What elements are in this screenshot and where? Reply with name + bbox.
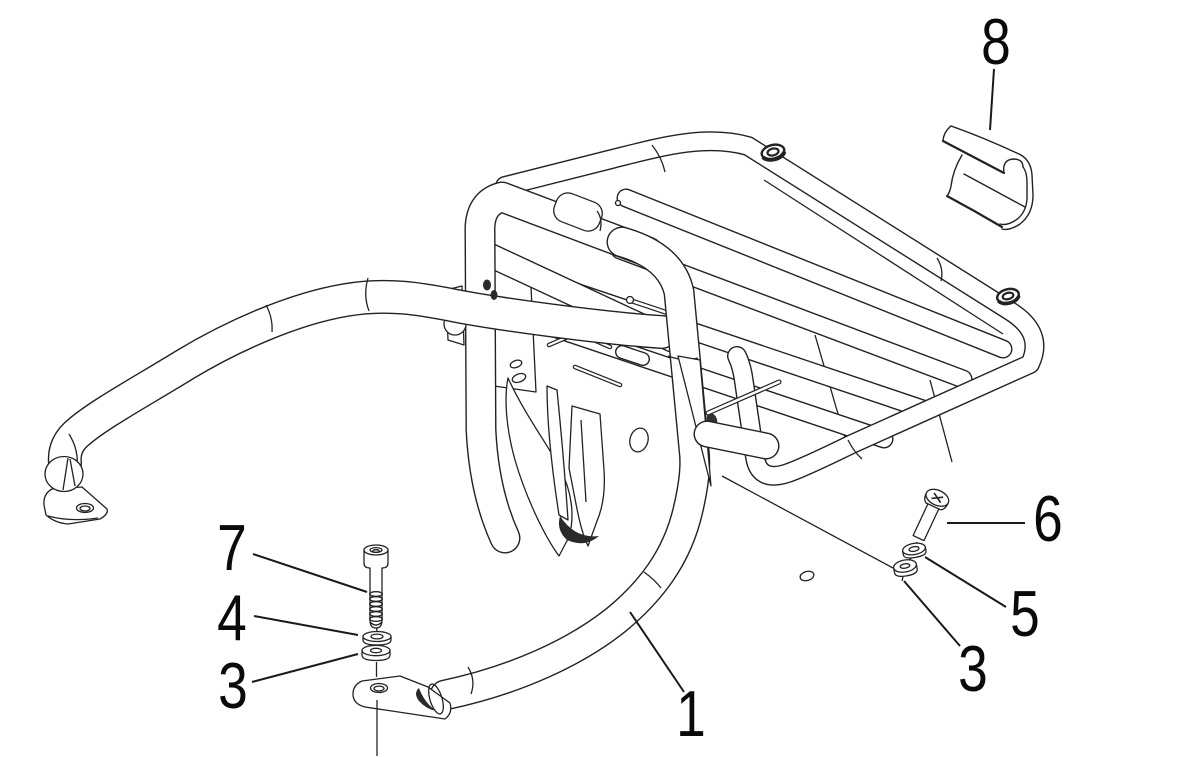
svg-text:7: 7 (217, 511, 247, 584)
svg-text:6: 6 (1033, 482, 1063, 555)
svg-text:1: 1 (676, 677, 706, 750)
svg-text:4: 4 (217, 581, 247, 654)
svg-text:3: 3 (218, 649, 248, 722)
svg-text:5: 5 (1010, 577, 1040, 650)
svg-text:8: 8 (981, 5, 1011, 78)
svg-text:3: 3 (958, 632, 988, 705)
